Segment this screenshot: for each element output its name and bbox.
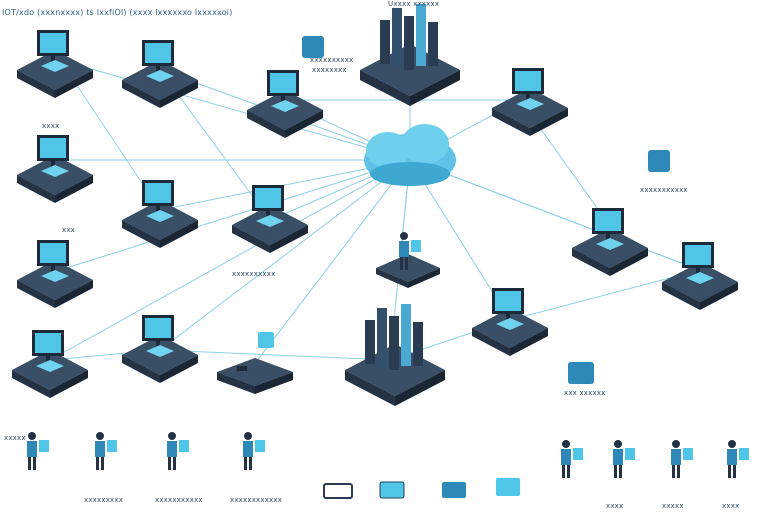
small-device-icon — [496, 478, 520, 496]
computer-monitor-icon — [122, 180, 198, 248]
computer-monitor-icon — [17, 240, 93, 308]
computer-monitor-icon — [247, 70, 323, 138]
people-label-1: xxxxx — [4, 434, 26, 442]
people-label-4: xxxxxxxxxxxx — [230, 496, 283, 504]
feature-label-a: xxxxxxxxxx — [310, 56, 354, 64]
person-icon — [27, 432, 49, 470]
server-rack-icon — [345, 304, 445, 406]
right-bottom-label: xxx xxxxxx — [564, 389, 606, 397]
small-device-icon — [217, 358, 293, 394]
computer-monitor-icon — [17, 30, 93, 98]
small-device-icon — [568, 362, 594, 384]
left-label-2: xxx — [62, 226, 76, 234]
person-icon — [167, 432, 189, 470]
computer-monitor-icon — [492, 68, 568, 136]
right-badge-label: xxxxxxxxxxx — [640, 186, 688, 194]
computer-monitor-icon — [122, 315, 198, 383]
diagram-title: IOT/xdo (xxxnxxxx) ts lxxfiOl) (xxxx lxx… — [2, 8, 233, 17]
small-device-icon — [379, 481, 405, 499]
computer-monitor-icon — [572, 208, 648, 276]
small-device-icon — [302, 36, 324, 58]
people-label-right-3: xxxx — [722, 502, 740, 510]
computer-monitor-icon — [12, 330, 88, 398]
cloud-icon — [364, 124, 456, 186]
person-icon — [376, 232, 440, 288]
computer-monitor-icon — [472, 288, 548, 356]
small-device-icon — [258, 332, 274, 348]
computer-monitor-icon — [122, 40, 198, 108]
people-label-right-1: xxxx — [606, 502, 624, 510]
people-label-2: xxxxxxxxx — [84, 496, 124, 504]
person-icon — [243, 432, 265, 470]
small-device-icon — [648, 150, 670, 172]
people-label-3: xxxxxxxxxxx — [155, 496, 203, 504]
person-icon — [95, 432, 117, 470]
mid-badge-label: xxxxxxxxxx — [232, 270, 276, 278]
computer-monitor-icon — [662, 242, 738, 310]
person-icon — [671, 440, 693, 478]
server-rack-icon — [360, 4, 460, 106]
feature-label-b: xxxxxxxx — [312, 66, 347, 74]
person-icon — [561, 440, 583, 478]
computer-monitor-icon — [17, 135, 93, 203]
person-icon — [727, 440, 749, 478]
small-device-icon — [442, 482, 466, 498]
top-label: Uxxxx xxxxxx — [388, 0, 440, 8]
person-icon — [613, 440, 635, 478]
people-label-right-2: xxxxx — [662, 502, 684, 510]
left-label-1: xxxx — [42, 122, 60, 130]
small-device-icon — [323, 483, 353, 499]
